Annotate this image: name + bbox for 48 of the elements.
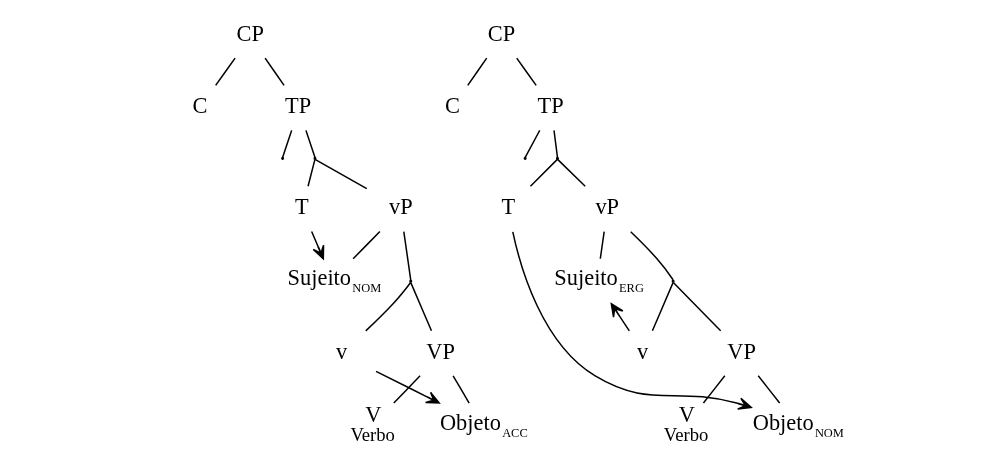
connector bbox=[556, 158, 586, 188]
connector bbox=[403, 230, 412, 281]
connector bbox=[553, 129, 559, 159]
arrow bbox=[375, 370, 440, 404]
node-text: CP bbox=[236, 21, 264, 47]
connector bbox=[529, 158, 559, 188]
node-point bbox=[409, 279, 413, 283]
node-point bbox=[281, 156, 285, 160]
node-text: Sujeito$_{NOM}$ bbox=[287, 265, 382, 296]
node-text: TP bbox=[285, 93, 312, 119]
node-text: v bbox=[637, 338, 649, 364]
node-point bbox=[555, 156, 559, 160]
node-text: VP bbox=[426, 338, 455, 364]
connector bbox=[365, 281, 412, 332]
connector bbox=[524, 129, 541, 159]
node-text: C bbox=[444, 93, 460, 119]
node-text: Objeto$_{NOM}$ bbox=[752, 409, 844, 440]
arrow bbox=[610, 302, 631, 332]
node-text: C bbox=[192, 93, 208, 119]
connector bbox=[393, 375, 421, 404]
node-text: vP bbox=[595, 194, 620, 220]
connector bbox=[599, 230, 605, 260]
node-text: V Verbo bbox=[663, 401, 709, 445]
node-text: TP bbox=[537, 93, 564, 119]
node-text: vP bbox=[388, 194, 413, 220]
node-text: T bbox=[295, 194, 309, 220]
connector bbox=[515, 57, 537, 87]
arrow bbox=[512, 231, 752, 410]
connector bbox=[467, 57, 488, 87]
node-text: Objeto$_{ACC}$ bbox=[439, 409, 528, 440]
node-point bbox=[671, 279, 675, 283]
connector bbox=[281, 129, 293, 159]
node-text: VP bbox=[727, 338, 756, 364]
connector bbox=[214, 57, 236, 87]
node-text: v bbox=[336, 338, 348, 364]
connector bbox=[702, 375, 726, 404]
node-point bbox=[523, 156, 527, 160]
node-text: CP bbox=[487, 21, 516, 47]
node-text: Sujeito$_{ERG}$ bbox=[554, 265, 644, 296]
node-text: T bbox=[501, 194, 516, 220]
connector bbox=[757, 375, 781, 404]
connector bbox=[452, 375, 470, 404]
connector bbox=[264, 57, 285, 87]
node-point bbox=[313, 156, 317, 160]
arrow bbox=[310, 230, 325, 260]
node-text: V Verbo bbox=[350, 401, 395, 445]
connector bbox=[410, 281, 433, 332]
connector bbox=[352, 230, 381, 260]
